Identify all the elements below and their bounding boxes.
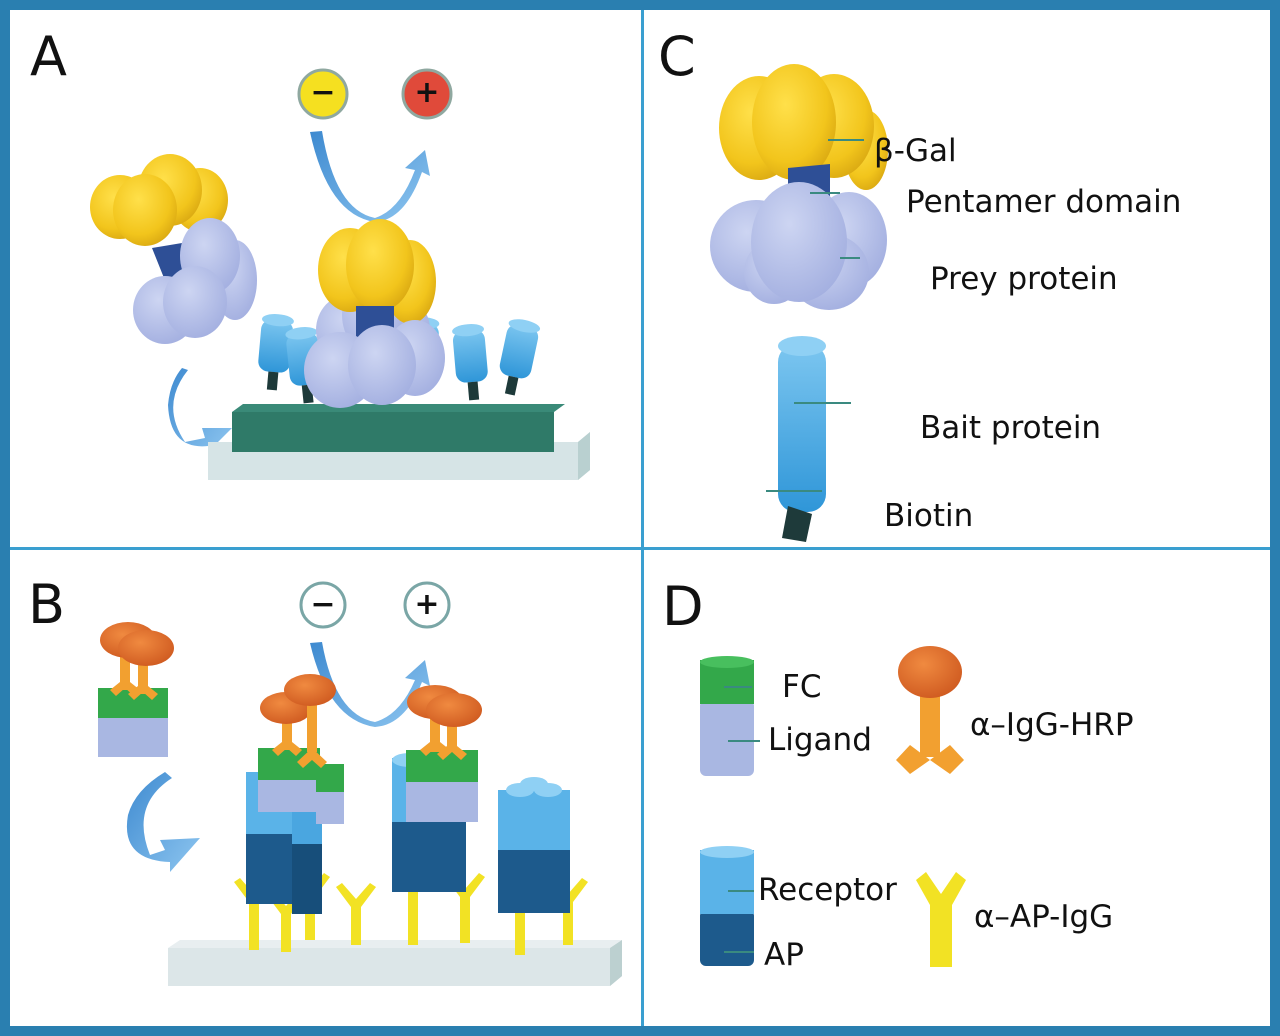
bait-protein-icon — [778, 336, 826, 512]
label-igg-hrp: α–IgG-HRP — [970, 707, 1134, 743]
panel-d-illustration — [700, 646, 966, 967]
panel-b: B − + — [10, 550, 641, 1026]
fc-ligand-icon — [700, 656, 754, 776]
label-ligand: Ligand — [768, 722, 872, 758]
panel-label-b: B — [28, 573, 66, 636]
igg-hrp-bound-1 — [260, 674, 336, 768]
minus-circle-icon — [297, 68, 349, 120]
label-biotin: Biotin — [884, 498, 974, 534]
leader-lines — [724, 686, 760, 953]
panel-c: C β-Gal Pentamer domain Prey protein Bai… — [644, 10, 1270, 547]
receptor-ap-stack-3 — [498, 777, 570, 913]
label-prey-protein: Prey protein — [930, 261, 1118, 297]
plus-sign: + — [414, 587, 440, 622]
minus-sign: − — [310, 587, 336, 622]
prey-protein-icon — [710, 182, 887, 310]
label-fc: FC — [782, 669, 822, 705]
label-receptor: Receptor — [758, 872, 897, 908]
curved-arrow-icon — [310, 131, 430, 222]
label-bait-protein: Bait protein — [920, 410, 1102, 446]
curved-arrow-down-icon — [168, 368, 232, 452]
panel-a: A − + — [10, 10, 641, 547]
curved-arrow-icon — [310, 642, 430, 727]
beta-gal-prey-complex-free — [90, 154, 257, 344]
ap-igg-icon — [916, 872, 966, 967]
panel-c-illustration — [710, 64, 888, 542]
igg-hrp-bound-2 — [407, 685, 482, 760]
label-ap-igg: α–AP-IgG — [974, 899, 1114, 935]
curved-arrow-down-icon — [126, 772, 200, 872]
slide — [168, 940, 622, 986]
plus-circle-outline-icon — [403, 581, 451, 629]
leader-lines — [766, 139, 864, 492]
igg-hrp-free — [100, 622, 174, 700]
vertical-divider — [641, 10, 644, 1026]
fc-ligand-bound-2 — [406, 750, 478, 822]
plus-sign: + — [414, 75, 440, 110]
label-beta-gal: β-Gal — [874, 133, 957, 169]
panel-label-a: A — [30, 25, 67, 88]
igg-hrp-icon — [896, 646, 964, 774]
panel-a-illustration — [90, 68, 590, 480]
panel-d: D FC Ligand α–IgG-HRP Receptor AP α–AP-I… — [644, 550, 1270, 1026]
panel-label-c: C — [658, 25, 696, 88]
plus-circle-icon — [401, 68, 453, 120]
beta-gal-prey-complex-bound — [304, 219, 445, 408]
receptor-ap-icon — [700, 846, 754, 966]
minus-circle-outline-icon — [299, 581, 347, 629]
panel-label-d: D — [662, 575, 704, 638]
panel-b-illustration — [98, 581, 622, 986]
beta-gal-icon — [719, 64, 888, 190]
biotin-icon — [782, 506, 812, 542]
label-pentamer-domain: Pentamer domain — [906, 184, 1182, 220]
horizontal-divider — [10, 547, 1270, 550]
slide — [208, 404, 590, 480]
label-ap: AP — [764, 937, 804, 973]
minus-sign: − — [310, 75, 336, 110]
